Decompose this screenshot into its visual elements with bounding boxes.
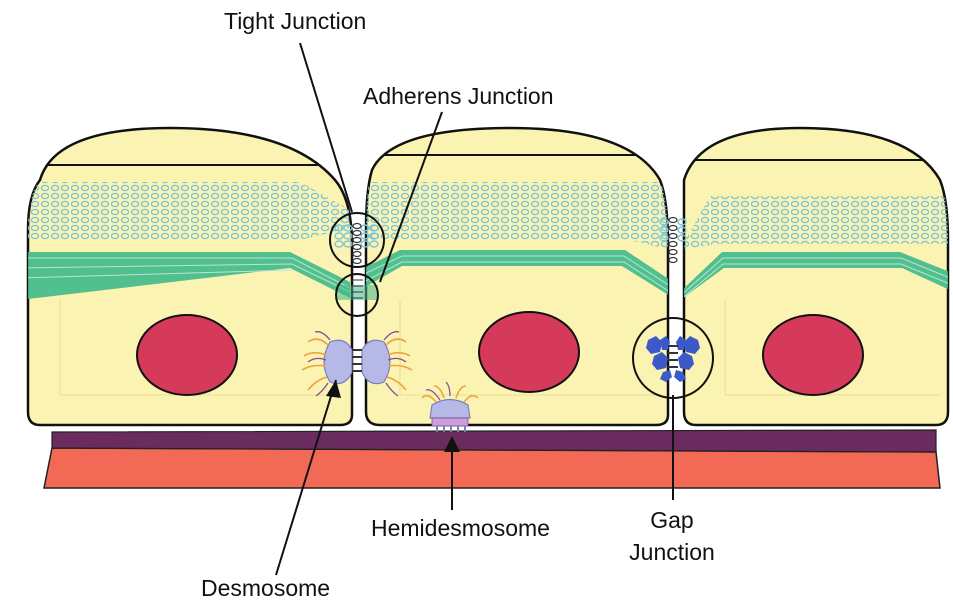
basement-membrane <box>52 430 936 452</box>
tight-junction-label: Tight Junction <box>224 8 366 34</box>
adherens-junction-label: Adherens Junction <box>363 83 554 109</box>
vesicle-dots <box>360 182 670 250</box>
gap-junction-label: Gap Junction <box>612 507 732 566</box>
hemidesmosome-label: Hemidesmosome <box>371 515 550 541</box>
gap-junction-label-line2: Junction <box>612 539 732 565</box>
connective-tissue <box>44 448 940 488</box>
nucleus-right <box>763 315 863 395</box>
epithelial-cell-right <box>680 128 950 425</box>
vesicle-dots <box>20 182 350 240</box>
gap-junction-label-line1: Gap <box>612 507 732 533</box>
nucleus-left <box>137 315 237 395</box>
epithelial-cell-left <box>20 128 352 425</box>
adherens-junction <box>336 274 378 316</box>
vesicle-dots <box>680 196 950 250</box>
epithelial-cell-middle <box>360 128 670 425</box>
nucleus-middle <box>479 312 579 392</box>
desmosome-label: Desmosome <box>201 575 330 601</box>
